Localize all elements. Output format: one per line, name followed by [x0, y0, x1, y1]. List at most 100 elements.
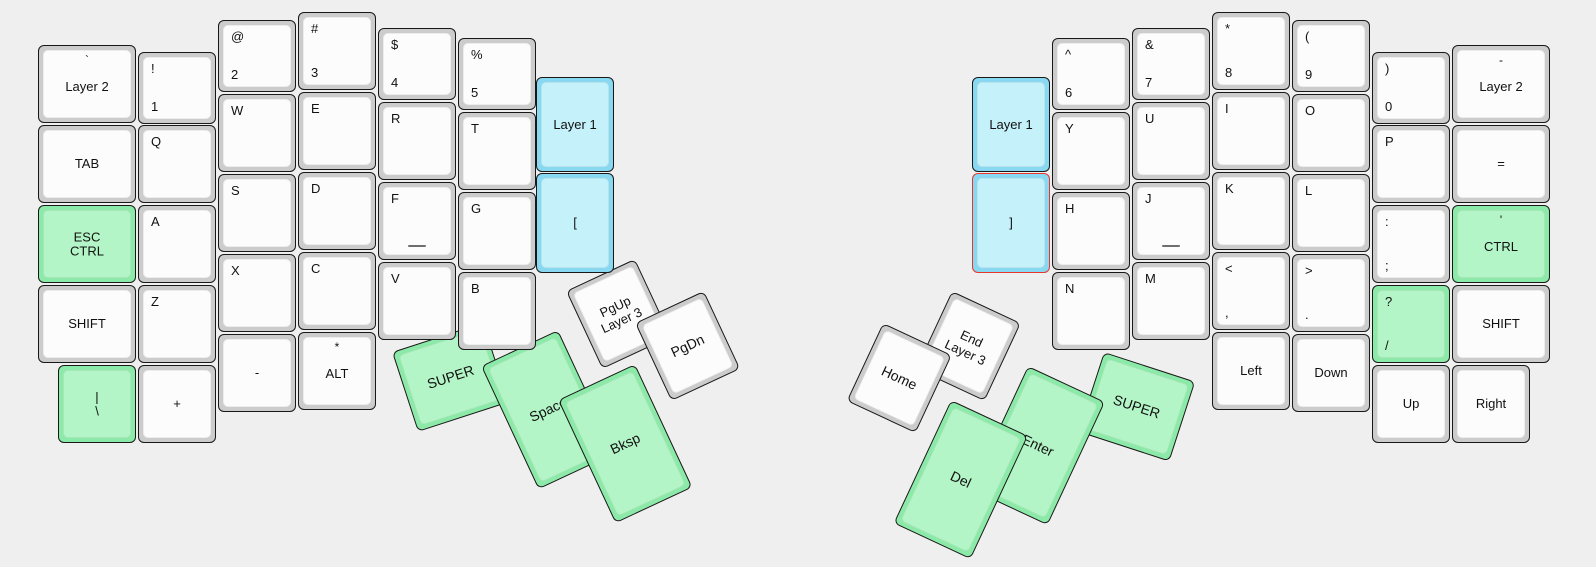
key-legend-shifted: ^ — [1065, 47, 1072, 62]
key-r-c1-r1[interactable]: Y — [1052, 112, 1130, 190]
keycap-surface: [ — [541, 178, 609, 268]
key-legend-base: X — [231, 263, 240, 278]
key-legend-dual-center: | \ — [95, 389, 99, 418]
keycap-surface: ] — [977, 178, 1045, 268]
key-l-c0-r4[interactable]: | \ — [58, 365, 136, 443]
key-r-c3-r2[interactable]: K — [1212, 172, 1290, 250]
key-r-c3-r4[interactable]: Left — [1212, 332, 1290, 410]
key-r-c5-r1[interactable]: P — [1372, 125, 1450, 203]
key-l-c6-r0[interactable]: Layer 1 — [536, 77, 614, 172]
key-legend-shifted: ) — [1385, 61, 1390, 76]
key-r-c4-r4[interactable]: Down — [1292, 334, 1370, 412]
key-l-c2-r1[interactable]: W — [218, 94, 296, 172]
keycap-surface: K — [1217, 177, 1285, 245]
key-r-c3-r1[interactable]: I — [1212, 92, 1290, 170]
key-legend-base: M — [1145, 271, 1156, 286]
key-r-c2-r1[interactable]: U — [1132, 102, 1210, 180]
keycap-surface: >. — [1297, 259, 1365, 327]
key-r-c2-r0[interactable]: &7 — [1132, 28, 1210, 100]
key-legend-base: Up — [1402, 396, 1420, 412]
key-r-c1-r0[interactable]: ^6 — [1052, 38, 1130, 110]
key-l-c4-r2[interactable]: F — [378, 182, 456, 260]
key-l-c1-r1[interactable]: Q — [138, 125, 216, 203]
key-legend-base: ; — [1385, 258, 1389, 274]
key-l-c3-r1[interactable]: E — [298, 92, 376, 170]
keycap-surface: G — [463, 197, 531, 265]
key-r-c2-r2[interactable]: J — [1132, 182, 1210, 260]
key-legend-shifted: % — [471, 47, 483, 62]
key-r-c0-r0[interactable]: Layer 1 — [972, 77, 1050, 172]
key-r-c4-r3[interactable]: >. — [1292, 254, 1370, 332]
key-legend-shifted: : — [1385, 214, 1389, 229]
keycap-surface: <, — [1217, 257, 1285, 325]
key-legend-base: CTRL — [1484, 238, 1518, 254]
keycap-surface: N — [1057, 277, 1125, 345]
key-legend-shifted: & — [1145, 37, 1154, 52]
key-r-c6-r4[interactable]: Right — [1452, 365, 1530, 443]
key-l-c1-r3[interactable]: Z — [138, 285, 216, 363]
key-l-c3-r2[interactable]: D — [298, 172, 376, 250]
key-legend-base: Del — [948, 467, 974, 491]
key-legend-base: O — [1305, 103, 1316, 118]
keycap-surface: Layer 1 — [541, 82, 609, 167]
key-l-c1-r2[interactable]: A — [138, 205, 216, 283]
key-l-c5-r3[interactable]: B — [458, 272, 536, 350]
keycap-surface: `Layer 2 — [43, 50, 131, 118]
key-l-c6-r1[interactable]: [ — [536, 173, 614, 273]
key-l-c5-r2[interactable]: G — [458, 192, 536, 270]
key-r-c6-r1[interactable]: = — [1452, 125, 1550, 203]
key-l-c0-r3[interactable]: SHIFT — [38, 285, 136, 363]
key-l-c0-r1[interactable]: TAB — [38, 125, 136, 203]
key-l-c4-r1[interactable]: R — [378, 102, 456, 180]
key-legend-shifted: ! — [151, 61, 155, 76]
key-r-c6-r0[interactable]: -Layer 2 — [1452, 45, 1550, 123]
keycap-surface: $4 — [383, 33, 451, 95]
key-legend-base: P — [1385, 134, 1394, 149]
key-l-c1-r0[interactable]: !1 — [138, 52, 216, 124]
key-r-c6-r3[interactable]: SHIFT — [1452, 285, 1550, 363]
keycap-surface: H — [1057, 197, 1125, 265]
key-legend-shifted: ( — [1305, 29, 1310, 44]
key-l-c4-r3[interactable]: V — [378, 262, 456, 340]
key-r-c3-r0[interactable]: *8 — [1212, 12, 1290, 90]
key-r-c5-r4[interactable]: Up — [1372, 365, 1450, 443]
key-r-c1-r2[interactable]: H — [1052, 192, 1130, 270]
key-l-c0-r0[interactable]: `Layer 2 — [38, 45, 136, 123]
keycap-surface: B — [463, 277, 531, 345]
keycap-surface: A — [143, 210, 211, 278]
key-l-c4-r0[interactable]: $4 — [378, 28, 456, 100]
key-r-c1-r3[interactable]: N — [1052, 272, 1130, 350]
key-legend-base: T — [471, 121, 479, 136]
key-l-c0-r2[interactable]: ESC CTRL — [38, 205, 136, 283]
key-legend-base: I — [1225, 101, 1229, 116]
key-l-c3-r0[interactable]: #3 — [298, 12, 376, 90]
key-r-c4-r1[interactable]: O — [1292, 94, 1370, 172]
key-r-c4-r2[interactable]: L — [1292, 174, 1370, 252]
key-l-c2-r4[interactable]: - — [218, 334, 296, 412]
keycap-surface: %5 — [463, 43, 531, 105]
key-r-c2-r3[interactable]: M — [1132, 262, 1210, 340]
keycap-surface: J — [1137, 187, 1205, 255]
keycap-surface: X — [223, 259, 291, 327]
key-r-c5-r0[interactable]: )0 — [1372, 52, 1450, 124]
key-l-c3-r3[interactable]: C — [298, 252, 376, 330]
key-l-c2-r3[interactable]: X — [218, 254, 296, 332]
keycap-surface: Q — [143, 130, 211, 198]
key-r-c6-r2[interactable]: 'CTRL — [1452, 205, 1550, 283]
key-r-c3-r3[interactable]: <, — [1212, 252, 1290, 330]
keycap-surface: L — [1297, 179, 1365, 247]
key-r-c5-r2[interactable]: :; — [1372, 205, 1450, 283]
key-l-c5-r1[interactable]: T — [458, 112, 536, 190]
key-l-c2-r0[interactable]: @2 — [218, 20, 296, 92]
key-r-c5-r3[interactable]: ?/ — [1372, 285, 1450, 363]
key-l-c3-r4[interactable]: *ALT — [298, 332, 376, 410]
key-legend-base: 4 — [391, 75, 399, 91]
key-l-c1-r4[interactable]: + — [138, 365, 216, 443]
key-l-c2-r2[interactable]: S — [218, 174, 296, 252]
key-r-c4-r0[interactable]: (9 — [1292, 20, 1370, 92]
key-l-c5-r0[interactable]: %5 — [458, 38, 536, 110]
key-legend-base: 3 — [311, 65, 319, 81]
key-legend-base: B — [471, 281, 480, 296]
key-r-c0-r1[interactable]: ] — [972, 173, 1050, 273]
